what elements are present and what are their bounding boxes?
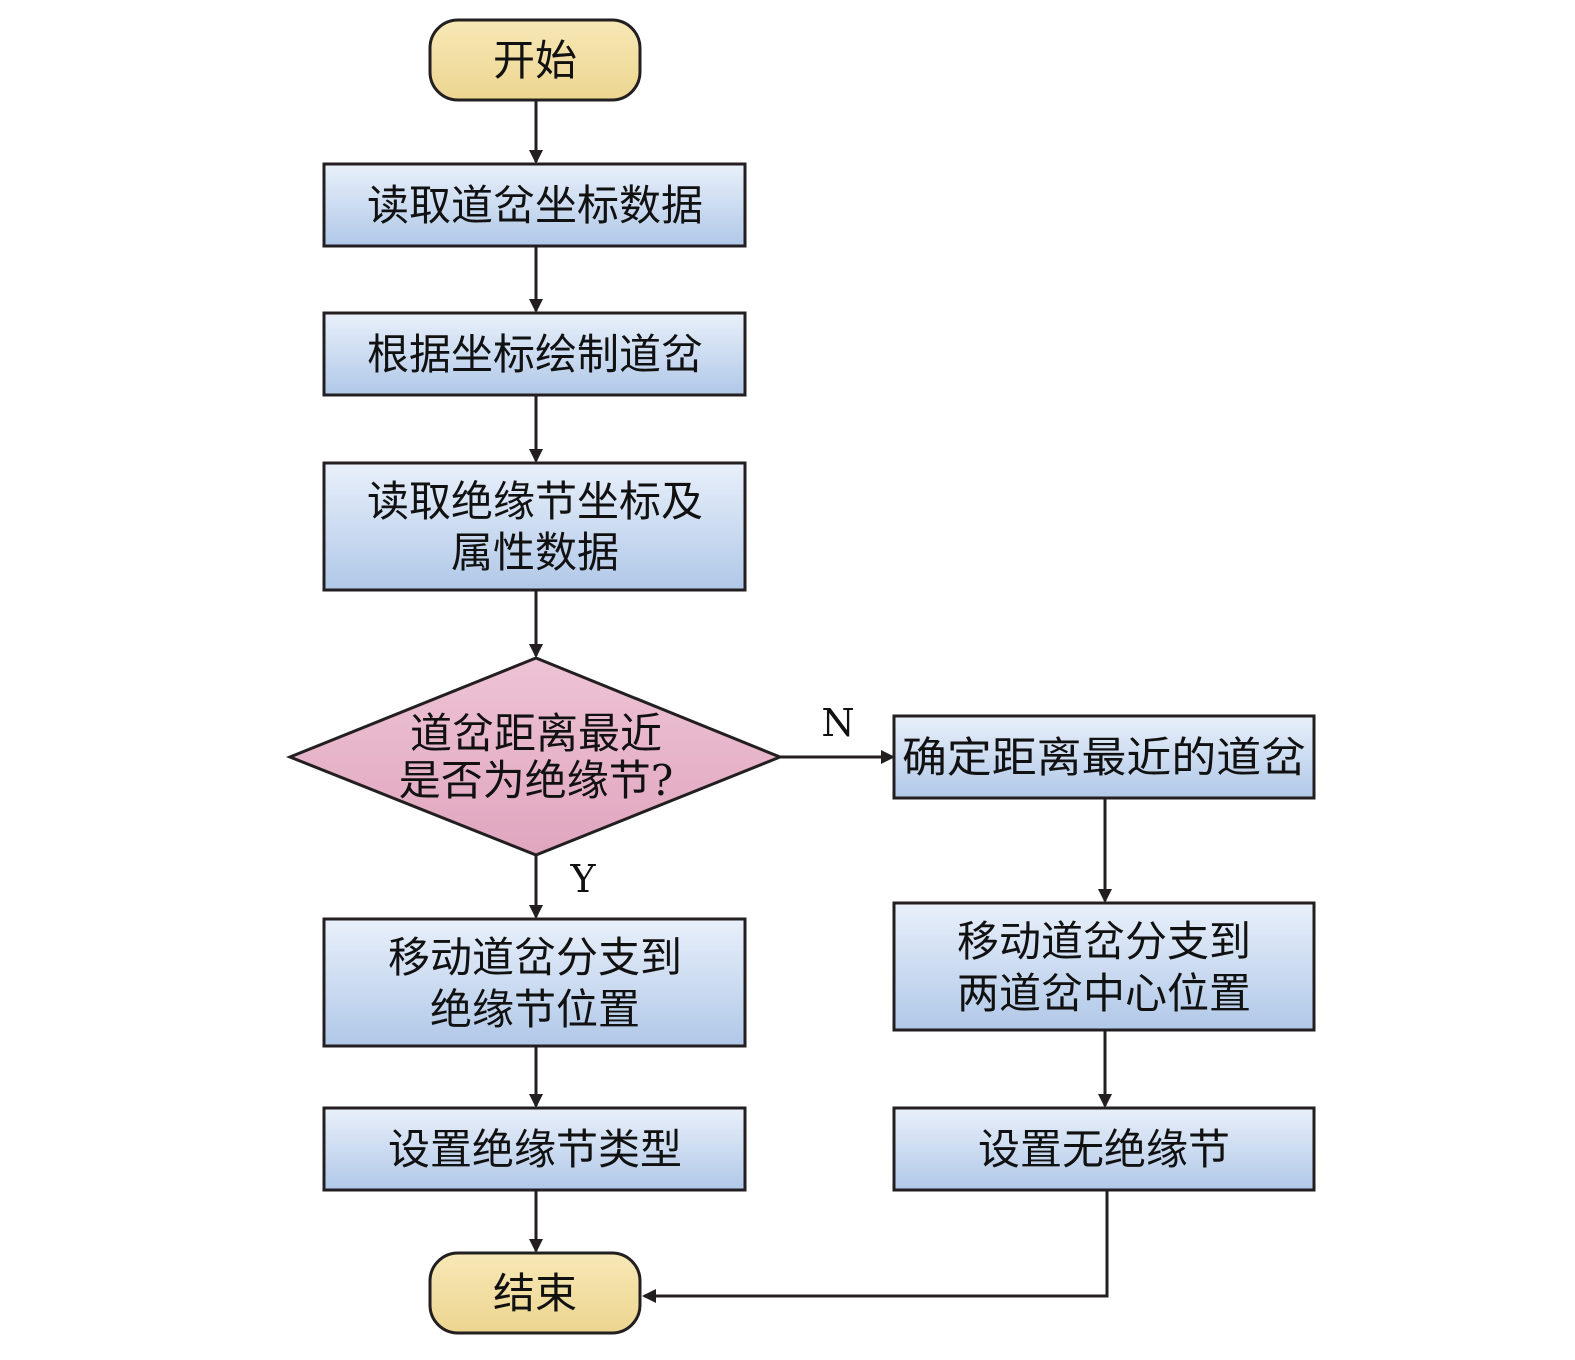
decision-label-line1: 道岔距离最近 xyxy=(410,709,662,758)
nearest-turnout-node: 确定距离最近的道岔 xyxy=(892,714,1316,800)
read-joint-node: 读取绝缘节坐标及 属性数据 xyxy=(322,461,747,592)
move-right-label-line2: 两道岔中心位置 xyxy=(957,969,1251,1018)
draw-turnout-node: 根据坐标绘制道岔 xyxy=(322,311,747,397)
read-turnout-label: 读取道岔坐标数据 xyxy=(367,181,703,230)
nearest-turnout-label: 确定距离最近的道岔 xyxy=(902,733,1306,782)
start-node: 开始 xyxy=(428,18,642,102)
branch-yes-label: Y xyxy=(569,857,596,901)
move-right-label-line1: 移动道岔分支到 xyxy=(957,917,1251,966)
end-label: 结束 xyxy=(493,1269,577,1318)
set-no-joint-node: 设置无绝缘节 xyxy=(892,1106,1316,1192)
move-branch-to-joint-node: 移动道岔分支到 绝缘节位置 xyxy=(322,917,747,1048)
branch-no-label: N xyxy=(821,701,854,745)
read-joint-label-line1: 读取绝缘节坐标及 xyxy=(367,477,703,526)
set-joint-type-node: 设置绝缘节类型 xyxy=(322,1106,747,1192)
move-left-label-line1: 移动道岔分支到 xyxy=(388,933,682,982)
decision-node: 道岔距离最近 是否为绝缘节? xyxy=(285,656,785,857)
move-branch-to-center-node: 移动道岔分支到 两道岔中心位置 xyxy=(892,901,1316,1032)
connectors xyxy=(529,100,1112,1303)
set-type-label: 设置绝缘节类型 xyxy=(388,1125,682,1174)
set-none-label: 设置无绝缘节 xyxy=(978,1125,1230,1174)
read-turnout-node: 读取道岔坐标数据 xyxy=(322,162,747,248)
end-node: 结束 xyxy=(428,1251,642,1335)
read-joint-label-line2: 属性数据 xyxy=(451,528,619,577)
start-label: 开始 xyxy=(493,36,577,85)
move-left-label-line2: 绝缘节位置 xyxy=(430,985,640,1034)
draw-turnout-label: 根据坐标绘制道岔 xyxy=(367,330,703,379)
arrow-set-none-to-end xyxy=(642,1190,1109,1303)
decision-label-line2: 是否为绝缘节? xyxy=(399,756,674,805)
